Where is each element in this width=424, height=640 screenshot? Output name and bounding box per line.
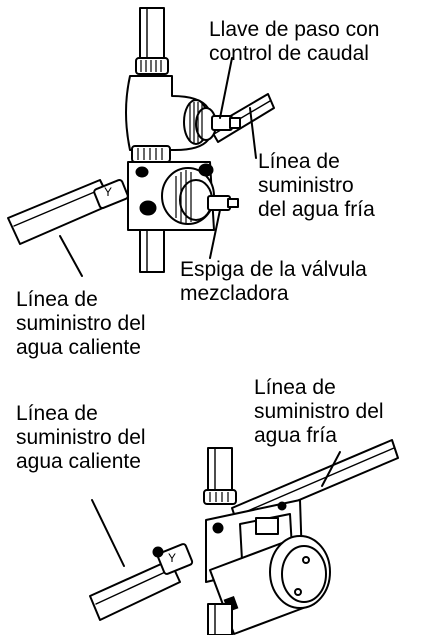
label-line: suministro del [254, 400, 384, 423]
top-lower-riser-pipe [139, 229, 165, 273]
top-shutoff-valve-body [125, 75, 241, 151]
top-leader-lines [59, 57, 257, 277]
bottom-hot-supply-pipe [89, 559, 181, 621]
bottom-lower-riser-pipe [207, 603, 233, 636]
top-elbow-nut [135, 57, 169, 75]
label-top-mixing-stem: Espiga de la válvula mezcladora [180, 258, 367, 306]
label-line: suministro del [16, 426, 146, 449]
label-line: agua caliente [16, 336, 141, 359]
label-line: control de caudal [209, 42, 369, 65]
label-line: mezcladora [180, 282, 289, 305]
label-line: del agua fría [258, 198, 375, 221]
label-line: Línea de [258, 150, 340, 173]
svg-text:Y: Y [168, 551, 176, 565]
label-bottom-cold-supply: Línea de suministro del agua fría [254, 376, 384, 448]
bottom-top-nut [203, 489, 237, 505]
top-middle-nut [131, 145, 171, 163]
bottom-hot-union: Y [152, 543, 194, 575]
label-top-cold-supply: Línea de suministro del agua fría [258, 150, 375, 222]
label-line: agua fría [254, 424, 337, 447]
top-hot-union: Y [93, 179, 129, 209]
top-riser-pipe [139, 7, 165, 64]
label-line: Llave de paso con [209, 18, 380, 41]
label-bottom-hot-supply: Línea de suministro del agua caliente [16, 402, 146, 474]
label-line: Línea de [16, 402, 98, 425]
top-mixing-valve-body [127, 161, 239, 231]
svg-text:Y: Y [104, 185, 112, 199]
label-line: Línea de [254, 376, 336, 399]
bottom-leader-lines [91, 451, 341, 567]
bottom-valve-assembly: Y [89, 439, 399, 636]
top-valve-assembly: Y [7, 7, 275, 277]
label-line: agua caliente [16, 450, 141, 473]
label-line: Línea de [16, 288, 98, 311]
label-top-hot-supply: Línea de suministro del agua caliente [16, 288, 146, 360]
bottom-valve-cylinder [209, 535, 331, 635]
label-line: suministro del [16, 312, 146, 335]
label-line: Espiga de la válvula [180, 258, 367, 281]
label-top-shutoff-valve: Llave de paso con control de caudal [209, 18, 379, 66]
label-line: suministro [258, 174, 354, 197]
bottom-riser-pipe [207, 447, 233, 495]
